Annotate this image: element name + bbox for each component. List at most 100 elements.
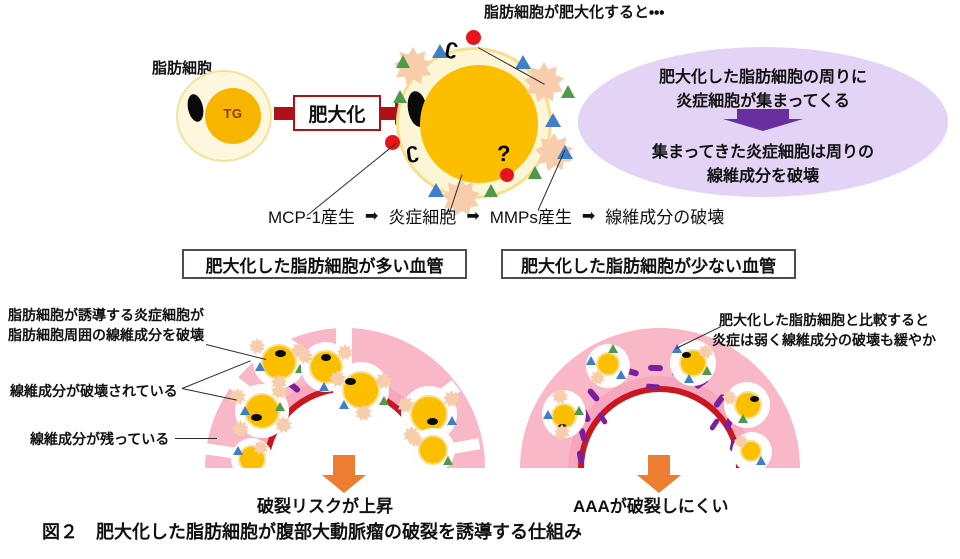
mmp-blue-triangle-icon: [543, 410, 553, 419]
summary-line-4: 線維成分を破壊: [706, 168, 819, 185]
mmp-blue-triangle-icon: [557, 145, 573, 159]
mmp-green-triangle-icon: [738, 414, 748, 423]
mmp-green-triangle-icon: [379, 396, 389, 405]
small-adipocyte-label: 脂肪細胞: [152, 60, 213, 77]
adipocyte-lipid: [418, 435, 448, 465]
inflammatory-cell-icon: [275, 416, 292, 433]
top-headline: 脂肪細胞が肥大化すると・・・: [484, 4, 665, 21]
outcome-label-right: AAAが破裂しにくい: [573, 497, 729, 516]
mmp-blue-triangle-icon: [428, 183, 444, 197]
pathway-step-mmps: MMPs産生: [489, 208, 572, 227]
pathway-step-mcp1: MCP-1産生: [268, 208, 355, 227]
nucleus-icon: [251, 414, 262, 421]
pathway-arrow-icon: ➡: [466, 207, 480, 225]
mmp-blue-triangle-icon: [545, 113, 561, 127]
annotation-right: 肥大化した脂肪細胞と比較すると 炎症は弱く線維成分の破壊も緩やか: [712, 311, 936, 350]
inflammatory-cell-icon: [698, 344, 713, 359]
figure-caption: 図２ 肥大化した脂肪細胞が腹部大動脈瘤の破裂を誘導する仕組み: [42, 522, 582, 542]
summary-line-2: 炎症細胞が集まってくる: [676, 93, 850, 110]
inflammatory-cell-icon: [734, 434, 748, 448]
hypertrophy-arrow-shaft-left: [274, 107, 296, 120]
mcp1-dot-icon: [385, 135, 400, 150]
inflammatory-cell-icon: [375, 372, 392, 389]
lipid-droplet: [420, 65, 538, 183]
inflammatory-cell-icon: [443, 390, 460, 407]
inflammatory-cell-icon: [397, 396, 414, 413]
mmp-green-triangle-icon: [561, 85, 575, 98]
mmp-green-triangle-icon: [484, 184, 498, 197]
pathway-step-inflammatory-cell: 炎症細胞: [388, 208, 457, 227]
annotation-fiber-destroyed: 線維成分が破壊されている: [10, 383, 178, 399]
mmp-green-triangle-icon: [574, 406, 584, 415]
mcp1-dot-icon: [500, 168, 514, 182]
adipocyte-lipid: [734, 391, 762, 419]
summary-ellipse: 肥大化した脂肪細胞の周りに 炎症細胞が集まってくる 集まってきた炎症細胞は周りの…: [578, 47, 948, 197]
nucleus-icon: [427, 418, 438, 425]
mmp-green-triangle-icon: [396, 55, 410, 68]
pathway-arrow-icon: ➡: [364, 207, 379, 225]
mmp-blue-triangle-icon: [240, 406, 250, 415]
mmp-green-triangle-icon: [702, 366, 712, 375]
vessel-cross-section-right: [520, 328, 800, 468]
annotation-left-top-line1: 脂肪細胞が誘導する炎症細胞が: [8, 307, 204, 323]
mmp-blue-triangle-icon: [586, 356, 596, 365]
inflammatory-cell-icon: [554, 424, 570, 440]
mmp-green-triangle-icon: [443, 456, 453, 465]
adipocyte-lipid: [244, 393, 280, 429]
nucleus-icon: [275, 350, 286, 357]
vessel-cross-section-left: [205, 328, 485, 468]
mmp-blue-triangle-icon: [432, 44, 448, 58]
fiber-dash: [645, 383, 661, 390]
mmp-green-triangle-icon: [528, 166, 542, 179]
summary-line-1: 肥大化した脂肪細胞の周りに: [658, 69, 867, 86]
mmp-blue-triangle-icon: [756, 456, 766, 465]
mmp-blue-triangle-icon: [339, 400, 349, 409]
hypertrophy-arrow-shaft-right: [378, 107, 396, 120]
inflammatory-cell-icon: [408, 432, 423, 447]
summary-line-3: 集まってきた炎症細胞は周りの: [651, 144, 875, 161]
mmp-blue-triangle-icon: [255, 362, 265, 371]
inflammatory-cell-icon: [232, 420, 249, 437]
leader-line-fiber-remaining: [175, 438, 217, 439]
inflammatory-cell-icon: [253, 440, 268, 455]
mmp-blue-triangle-icon: [447, 416, 457, 425]
mmp-green-triangle-icon: [393, 90, 407, 103]
mmp-blue-triangle-icon: [684, 374, 694, 383]
mcp1-question-icon: ?: [497, 141, 511, 166]
nucleus-icon: [321, 354, 331, 361]
nucleus-icon: [750, 396, 759, 402]
mmp-green-triangle-icon: [275, 402, 285, 411]
inflammatory-cell-icon: [249, 338, 265, 354]
pathway-row: MCP-1産生 ➡ 炎症細胞 ➡ MMPs産生 ➡ 線維成分の破壊: [268, 203, 724, 228]
inflammatory-cell-icon: [229, 388, 246, 405]
pathway-step-fiber-destruction: 線維成分の破壊: [605, 208, 725, 227]
inflammatory-cell-icon: [590, 370, 605, 385]
inflammatory-cell-icon: [271, 374, 287, 390]
annotation-left-top-line2: 脂肪細胞周囲の線維成分を破壊: [8, 326, 204, 343]
mmp-blue-triangle-icon: [515, 55, 531, 69]
mmp-blue-triangle-icon: [616, 370, 626, 379]
fiber-dash: [647, 364, 664, 372]
section-title-many-hypertrophied: 肥大化した脂肪細胞が多い血管: [182, 249, 467, 279]
annotation-right-line2: 炎症は弱く線維成分の破壊も緩やか: [712, 331, 936, 348]
inflammatory-cell-icon: [297, 348, 313, 364]
mmp-blue-triangle-icon: [319, 382, 329, 391]
inflammatory-cell-icon: [355, 404, 372, 421]
mmp-blue-triangle-icon: [233, 446, 243, 455]
annotation-left-top: 脂肪細胞が誘導する炎症細胞が 脂肪細胞周囲の線維成分を破壊: [8, 306, 204, 345]
nucleus-icon: [682, 352, 691, 358]
mmp-green-triangle-icon: [295, 364, 305, 373]
outcome-label-left: 破裂リスクが上昇: [257, 497, 393, 516]
lipid-droplet: TG: [205, 88, 261, 144]
inflammatory-cell-icon: [552, 388, 568, 404]
mmp-green-triangle-icon: [608, 344, 618, 353]
inflammatory-cell-icon: [329, 370, 346, 387]
nucleus-icon: [345, 378, 356, 385]
annotation-right-line1: 肥大化した脂肪細胞と比較すると: [719, 312, 929, 328]
pathway-arrow-icon: ➡: [581, 207, 596, 225]
mcp1-dot-icon: [466, 30, 481, 45]
section-title-few-hypertrophied: 肥大化した脂肪細胞が少ない血管: [501, 249, 796, 279]
small-adipocyte: TG: [176, 70, 272, 162]
inflammatory-cell-icon: [722, 390, 737, 405]
